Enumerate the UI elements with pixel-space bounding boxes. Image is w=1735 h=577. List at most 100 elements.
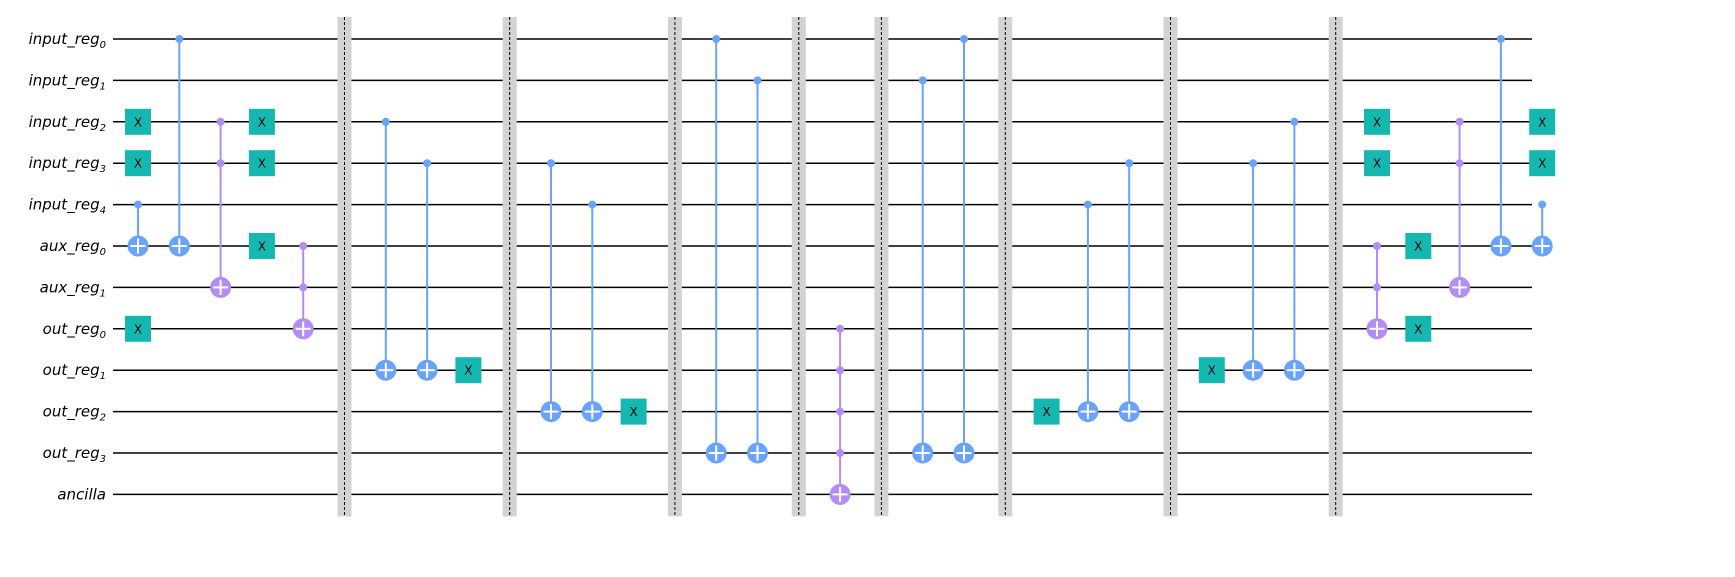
target-plus-icon	[1283, 359, 1305, 381]
x-gate-box	[248, 150, 275, 177]
cnot-gate	[1249, 159, 1258, 371]
barrier-layer	[337, 17, 1343, 517]
barrier-band	[502, 17, 517, 517]
cnot-gate	[712, 35, 721, 453]
x-gate: X	[125, 315, 151, 342]
x-gate-label: X	[1042, 405, 1050, 419]
x-gate-box	[125, 315, 151, 342]
wire-label-index: 3	[100, 454, 106, 465]
target-plus-icon	[292, 318, 314, 340]
barrier	[337, 17, 352, 517]
control-dot	[918, 76, 927, 85]
control-dot	[836, 366, 845, 375]
x-gate-label: X	[1373, 157, 1381, 171]
x-gate: X	[125, 108, 151, 135]
control-dot	[381, 117, 390, 126]
wire-label: out_reg0	[43, 320, 106, 341]
control-dot	[836, 407, 845, 416]
control-dot	[216, 117, 225, 126]
wire-label-name: out_reg	[43, 361, 100, 380]
wire-label: out_reg1	[43, 361, 106, 382]
barrier-band	[998, 17, 1013, 517]
control-dot	[134, 200, 142, 209]
cnot-gate	[423, 159, 432, 371]
target-plus-icon	[829, 483, 851, 505]
wire-label: aux_reg1	[40, 278, 106, 299]
wire-label: input_reg0	[29, 30, 106, 51]
target-plus-icon	[168, 235, 190, 257]
barrier	[502, 17, 517, 517]
wire-label-index: 0	[100, 330, 106, 341]
barrier	[1163, 17, 1178, 517]
x-gate-label: X	[134, 322, 142, 336]
wire-label: out_reg2	[43, 403, 106, 424]
control-dot	[299, 242, 308, 250]
wire-label-name: input_reg	[29, 196, 100, 215]
control-dot	[1125, 159, 1134, 168]
control-dot	[1373, 283, 1381, 292]
target-plus-icon	[705, 442, 727, 464]
barrier-band	[1163, 17, 1178, 517]
wire-label: input_reg1	[29, 71, 106, 92]
wire-label-name: input_reg	[29, 154, 100, 173]
x-gate-box	[1033, 398, 1060, 425]
control-dot	[588, 200, 597, 209]
toffoli-gate	[1373, 242, 1381, 329]
wire-label-index: 1	[100, 288, 106, 299]
wire-label-name: input_reg	[29, 71, 100, 90]
x-gate-box	[1198, 357, 1225, 384]
target-plus-icon	[416, 359, 438, 381]
control-dot	[299, 283, 308, 292]
cnot-gate	[960, 35, 968, 453]
target-plus-icon	[912, 442, 934, 464]
barrier-band	[337, 17, 352, 517]
x-gate-label: X	[1414, 240, 1422, 254]
control-dot	[423, 159, 432, 168]
barrier-band	[1328, 17, 1343, 517]
multi-controlled-x-gate	[836, 324, 845, 495]
x-gate: X	[1405, 233, 1432, 259]
target-plus-icon	[1118, 401, 1140, 423]
wires-layer	[113, 38, 1532, 496]
x-gate: X	[620, 398, 647, 425]
x-gate-label: X	[258, 115, 266, 129]
barrier-band	[874, 17, 889, 517]
wire-label-name: out_reg	[43, 320, 100, 339]
target-plus-icon	[210, 276, 232, 298]
wire-labels: input_reg0input_reg1input_reg2input_reg3…	[29, 30, 106, 503]
target-plus-icon	[375, 359, 397, 381]
x-gate-label: X	[1538, 115, 1546, 129]
x-gate-box	[1405, 233, 1432, 259]
cnot-gate	[547, 159, 555, 412]
control-dot	[836, 324, 845, 333]
cnot-gate	[588, 200, 597, 412]
wire-label-index: 0	[100, 40, 106, 51]
wire-label: ancilla	[57, 485, 106, 503]
x-gate-box	[620, 398, 647, 425]
toffoli-gate	[1455, 117, 1464, 288]
x-gate: X	[1364, 150, 1390, 177]
x-gate: X	[1529, 108, 1556, 135]
x-gate: X	[455, 357, 482, 384]
wire-label-name: aux_reg	[40, 278, 100, 297]
x-gate-label: X	[258, 157, 266, 171]
wire-label: input_reg4	[29, 196, 106, 217]
x-gate-label: X	[1373, 115, 1381, 129]
barrier-band	[791, 17, 806, 517]
x-gate-label: X	[464, 364, 472, 378]
x-gate-box	[1364, 108, 1390, 135]
wire-label-index: 2	[100, 413, 106, 424]
wire-label-name: input_reg	[29, 30, 100, 49]
wire-label-index: 2	[100, 123, 106, 134]
x-gate: X	[1405, 315, 1432, 342]
control-dot	[712, 35, 721, 43]
wire-label: input_reg3	[29, 154, 106, 175]
x-gate-label: X	[258, 240, 266, 254]
x-gate: X	[1198, 357, 1225, 384]
x-gate-box	[248, 108, 275, 135]
control-dot	[1496, 35, 1505, 43]
target-plus-icon	[1077, 401, 1099, 423]
x-gate: X	[248, 233, 275, 259]
control-dot	[753, 76, 762, 85]
